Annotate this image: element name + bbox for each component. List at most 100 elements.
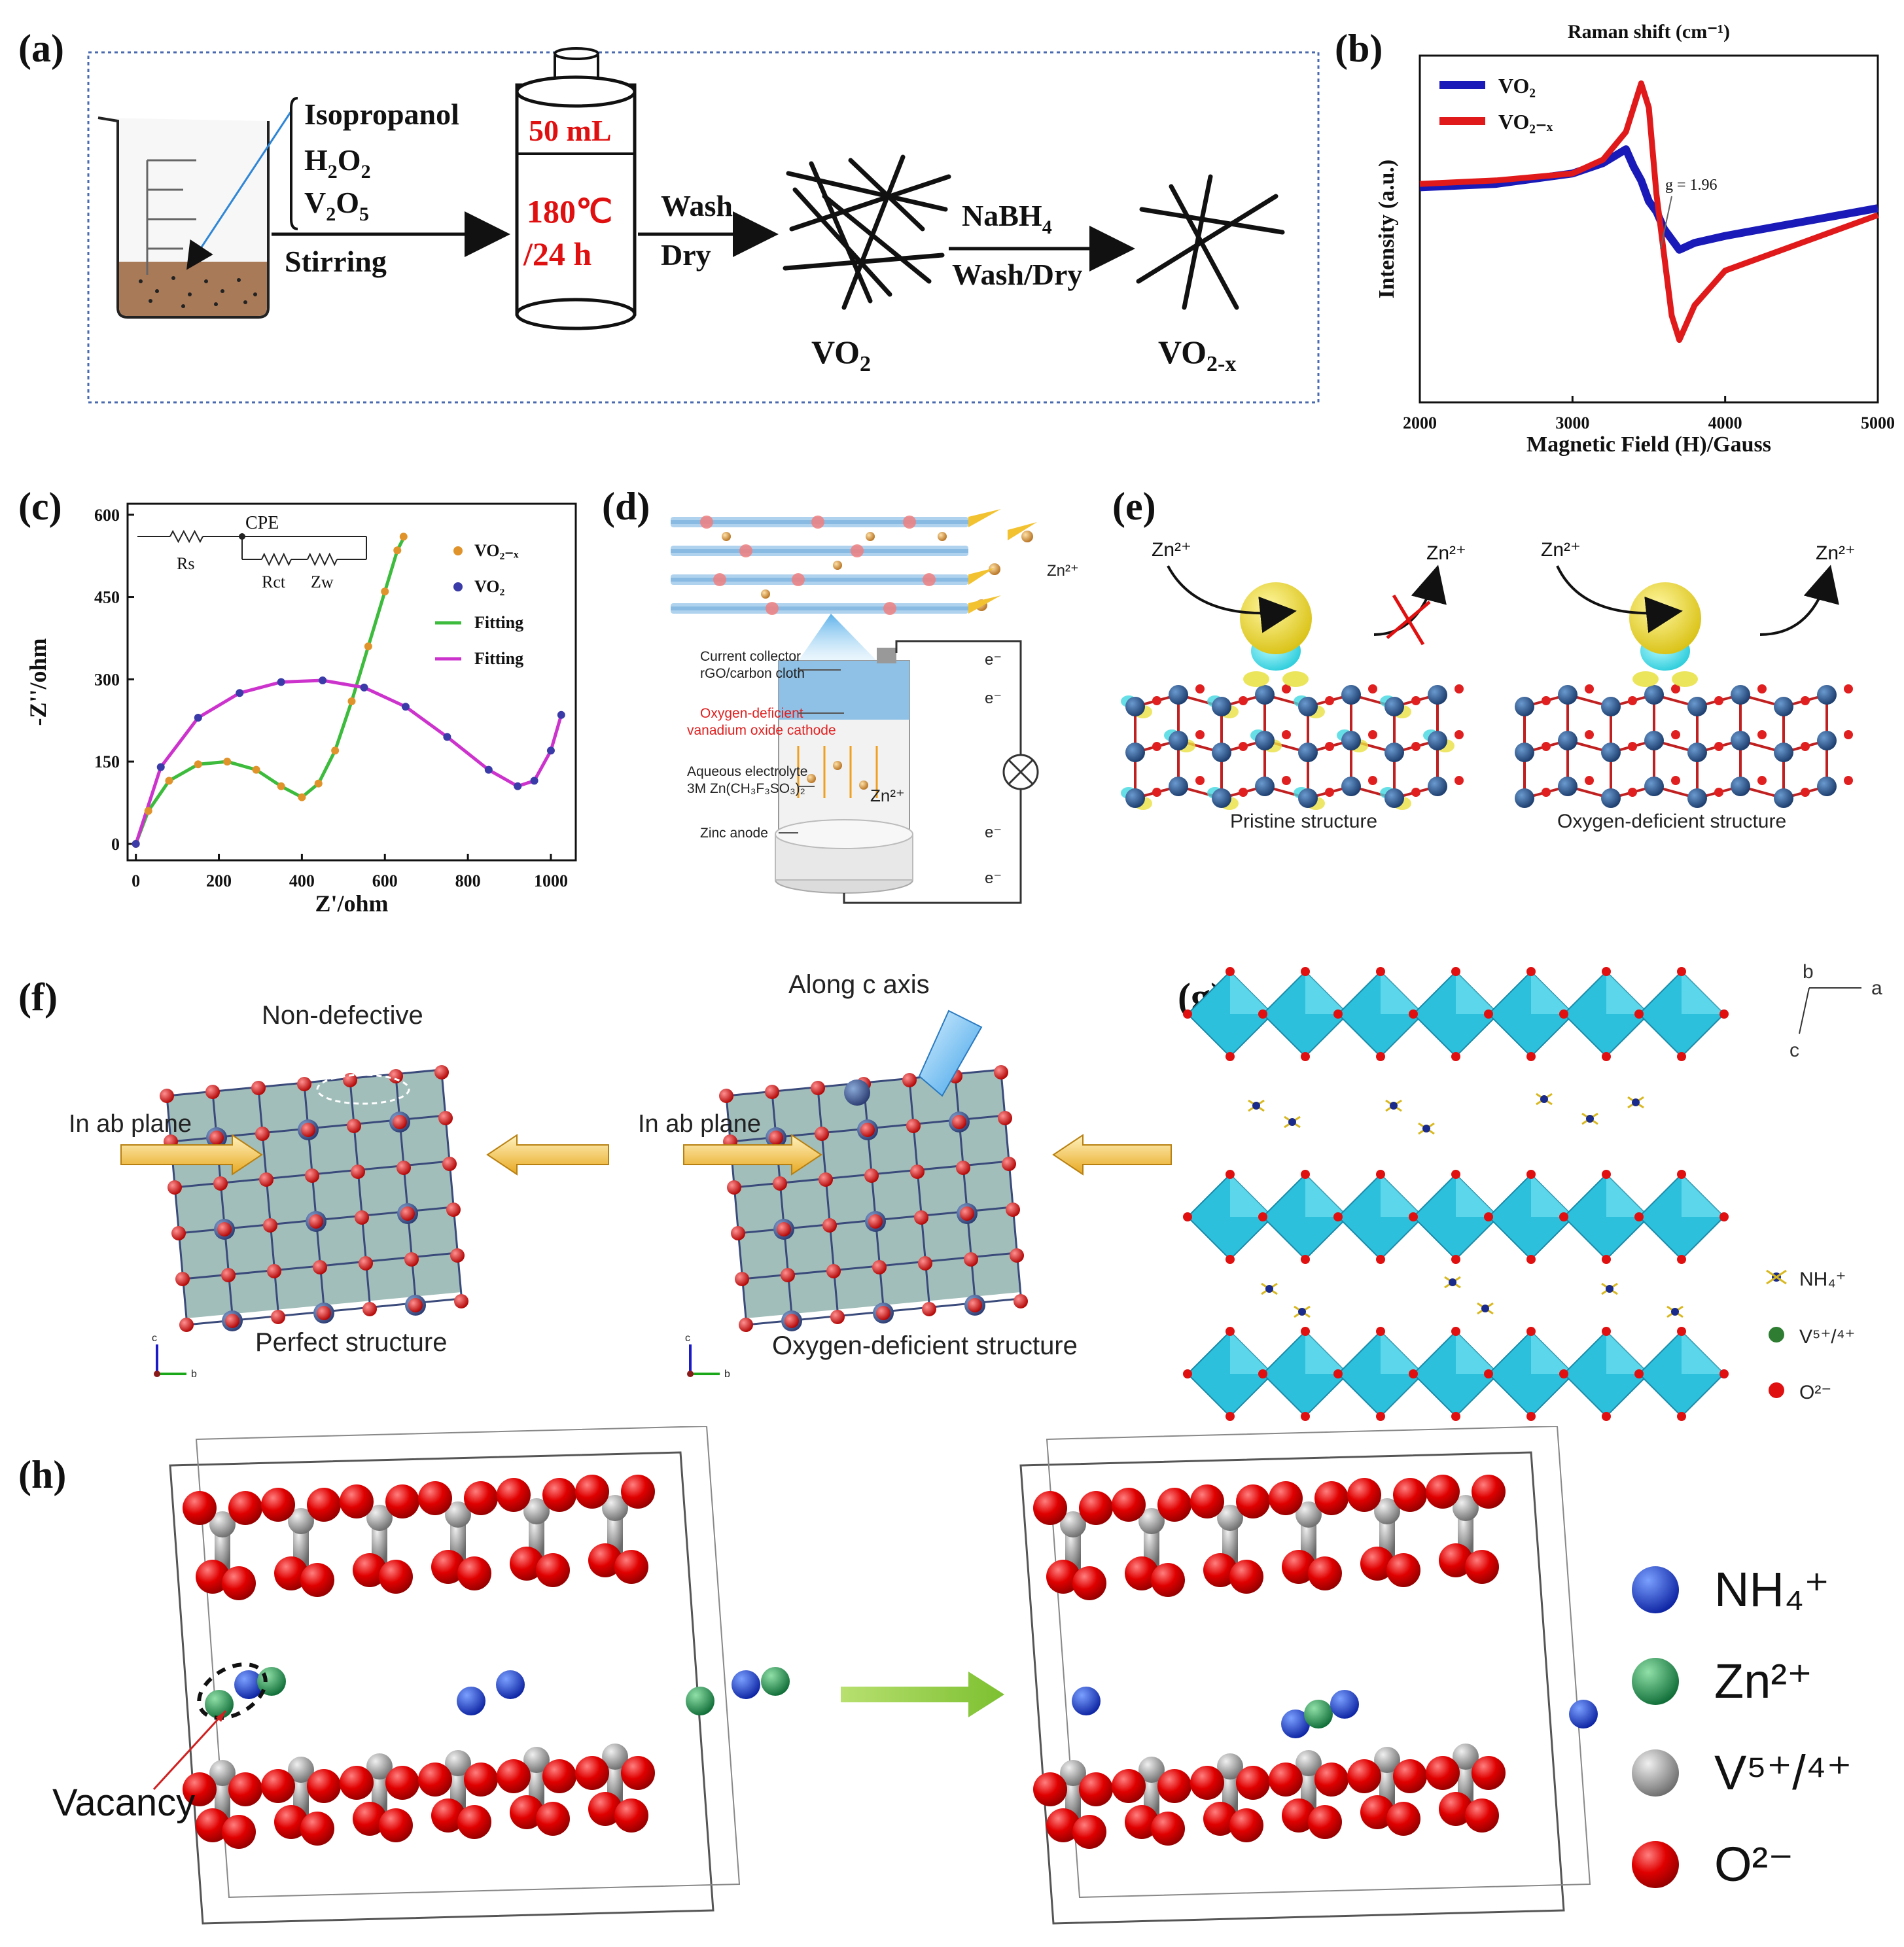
octahedron-face [1606,972,1649,1014]
oxygen-deficient-structure [1515,582,1853,808]
arrow-zn-out-left [1373,565,1447,636]
o-atom [1002,1157,1016,1171]
o-atom [408,1298,423,1312]
o-atom [497,1759,531,1793]
vacancy-pointer [152,1710,227,1791]
o-atom [431,1550,465,1584]
perfect-structure [160,1065,468,1332]
synthesis-scheme: Isopropanol H2O2 V2O5 Stirring 50 mL 180… [87,47,1320,404]
o-atom [1125,1805,1159,1839]
o-atom [1125,1556,1159,1590]
o-atom [1079,1772,1113,1806]
o-atom [1203,1802,1237,1836]
o-atom [307,1488,341,1522]
caption-oxygen-deficient: Oxygen-deficient structure [1557,811,1786,832]
data-point [514,782,522,790]
unit-cell-box [169,1451,714,1925]
v-atom [1731,777,1750,796]
panel-a: (a) Isopropanol H2O2 [0,0,1348,419]
v-atom [1817,731,1837,750]
o-atom [1484,1009,1493,1019]
o-atom [1151,1812,1185,1846]
nh4-ion [1540,1095,1548,1103]
electron-label-3: e⁻ [985,824,1002,841]
nh4-ion [457,1687,485,1715]
ammonium-ions [1248,1093,1684,1318]
panel-d-label: (d) [602,485,650,528]
charge-density-yellow [1629,582,1701,654]
o-atom [1454,776,1464,785]
x-axis-label: Z'/ohm [315,890,388,916]
y-tick-label: 0 [111,835,120,854]
o-atom [1301,1170,1310,1179]
o-atom [1719,1212,1729,1221]
o-atom [1393,1478,1427,1512]
beaker-icon [97,111,292,319]
o-atom [956,1161,970,1175]
v-atom [1515,697,1534,716]
o-atom [404,1252,419,1267]
o-atom [1844,684,1853,693]
o-atom [379,1560,413,1594]
legend-h-nh4: NH₄⁺ [1714,1562,1829,1617]
o-atom [300,1812,334,1846]
o-atom [1559,1369,1568,1378]
panel-h-label: (h) [18,1453,67,1496]
o-atom [1314,1763,1349,1797]
o-atom [1225,1327,1235,1336]
label-zinc-anode: Zinc anode [700,826,768,841]
structure-after-transformation [1019,1426,1598,1925]
product-vo2: VO2 [811,334,871,376]
o-atom [167,1180,182,1195]
o-atom [1325,696,1334,705]
o-atom [434,1065,449,1079]
data-point [165,777,173,785]
data-point [347,697,356,705]
o-atom [418,1481,452,1515]
label-stirring: Stirring [285,245,387,278]
v-atom [1298,788,1318,808]
o-atom [1376,967,1385,976]
o-atom [588,1792,622,1826]
o-atom [1225,1170,1235,1179]
o-atom [914,1210,928,1225]
o-atom [1301,967,1310,976]
o-atom [773,1176,787,1191]
o-atom [1634,1369,1644,1378]
o-atom [1269,1763,1303,1797]
o-atom [1542,696,1551,705]
o-atom [1484,1212,1493,1221]
o-atom [1183,1369,1192,1378]
o-atom [1195,730,1205,739]
y-tick-label: 150 [94,752,120,771]
nh4-ion [1288,1118,1296,1126]
o-atom [362,1302,377,1316]
o-atom [1376,1412,1385,1421]
o-atom [1282,1550,1316,1584]
o-atom [1559,1009,1568,1019]
o-atom [457,1556,491,1590]
o-atom [1368,730,1377,739]
v-atom [1341,777,1361,796]
nh4-ion [1481,1305,1489,1312]
nh4-ion [1298,1308,1306,1316]
v-atom [1169,777,1188,796]
o-atom [359,1256,373,1271]
o-atom [1602,1327,1611,1336]
reagent-isopropanol: Isopropanol [304,97,459,131]
nh4v4o10-structure: b a c NH₄⁺ V⁵⁺/⁴⁺ O²⁻ [1183,961,1882,1421]
nh4-ion [1390,1102,1398,1110]
o-atom [960,1206,974,1221]
o-atom [868,1214,883,1229]
cpe-label: CPE [245,513,279,533]
o-atom [621,1475,655,1509]
v-atom [1125,788,1145,808]
vacancy-structures: Vacancy NH₄⁺ Zn²⁺ V⁵⁺/⁴⁺ O²⁻ [52,1426,1852,1925]
o-atom [1151,1563,1185,1597]
title-along-c-axis: Along c axis [788,970,930,999]
v-atom [1384,743,1404,762]
legend-label: Fitting [474,613,523,632]
battery-cell-icon [775,648,913,894]
o-atom [307,1769,341,1803]
o-atom [297,1077,311,1091]
